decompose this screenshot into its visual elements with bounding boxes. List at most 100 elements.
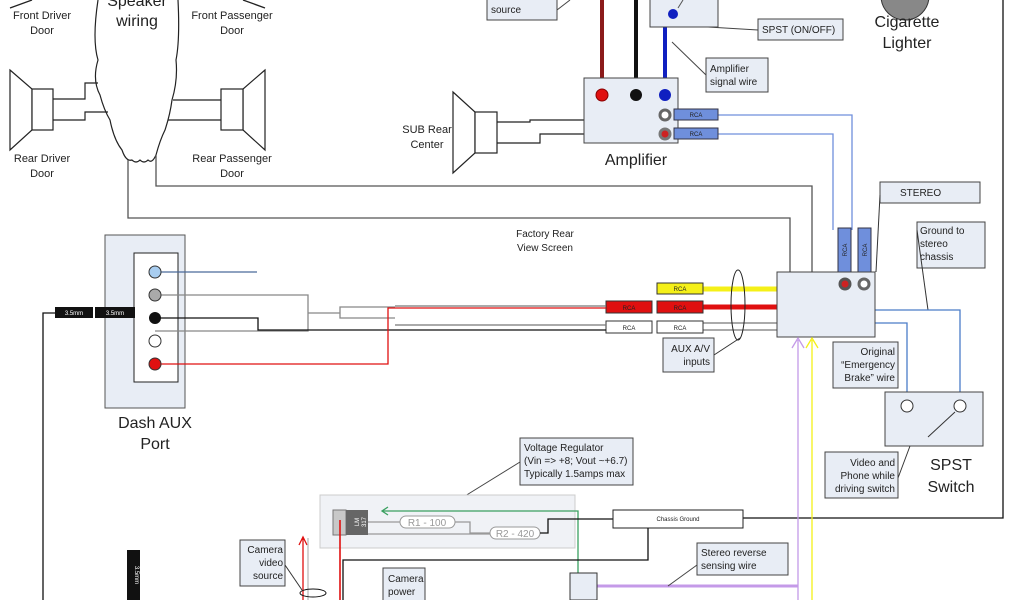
front-passenger-label: Front Passenger: [191, 10, 273, 22]
switch-terminal: [900, 399, 914, 413]
amp-signal-leader: [671, 41, 707, 76]
aux-gray-wires: [155, 294, 395, 332]
switch-terminal: [953, 399, 967, 413]
camera-video-callout: [239, 539, 286, 587]
aux-jack-gray: [148, 288, 162, 302]
ground-stereo-label: Ground to: [920, 226, 965, 237]
dash-aux-label: Dash AUX: [118, 415, 192, 432]
subwoofer-icon: [452, 90, 584, 175]
spst-on-off-callout: [757, 18, 844, 41]
camera-power-callout: [382, 567, 426, 600]
spst-switch-box: [884, 391, 984, 447]
plug-35mm-label: 3.5mm: [106, 311, 124, 317]
spst-on-off-switch: [649, 0, 719, 28]
front-passenger-speaker-icon: [242, 0, 266, 9]
cigarette-lighter-label-2: Lighter: [883, 35, 933, 52]
rear-driver-speaker-icon: [9, 68, 108, 152]
ground-stereo-leader: [916, 229, 929, 311]
sub-label: SUB Rear: [402, 124, 452, 136]
rca-plug-label: RCA: [674, 306, 687, 312]
video-phone-label: Video and: [850, 458, 895, 469]
video-phone-leader: [897, 445, 911, 479]
aux-inputs-label: AUX A/V: [671, 344, 710, 355]
resistor-r1: [399, 515, 456, 529]
speaker-wire-b: [155, 155, 813, 272]
reverse-sensing-label-2: sensing wire: [701, 561, 757, 572]
reverse-sensing-leader: [667, 564, 698, 587]
regulator-leader: [464, 461, 521, 497]
lm317-chip: [346, 510, 368, 535]
video-phone-callout: [824, 451, 899, 499]
amp-power-terminal: [595, 88, 609, 102]
regulator-label-2: (Vin => +8; Vout ~+6.7): [524, 456, 628, 467]
sub-label-2: Center: [410, 139, 443, 151]
lm317-label: LM: [355, 518, 361, 526]
aux-leader: [713, 337, 741, 356]
cigarette-lighter-icon: [880, 0, 930, 21]
camera-bundle-ellipse: [299, 588, 327, 598]
plug-35mm-label: 3.5mm: [133, 566, 139, 584]
rear-driver-label: Rear Driver: [14, 153, 71, 165]
amp-remote-terminal: [659, 89, 671, 101]
aux-jack-black: [149, 312, 161, 324]
source-label: source: [491, 5, 521, 16]
camera-video-wire: [805, 336, 819, 600]
regulator-label: Voltage Regulator: [524, 443, 604, 454]
rear-passenger-label-2: Door: [220, 168, 244, 180]
rca-plug-label: RCA: [690, 132, 703, 138]
lm317-label-2: 317: [362, 516, 368, 527]
rca-plug: [673, 127, 719, 140]
rca-plug-red: [656, 300, 704, 314]
spst-switch-label-2: Switch: [927, 479, 974, 496]
front-driver-speaker-icon: [9, 0, 33, 9]
camera-video-leader: [284, 564, 303, 591]
aux-bundle-ellipse: [730, 269, 746, 341]
stereo-rca-jack-white: [857, 277, 871, 291]
switch-terminal: [668, 9, 678, 19]
audio-white-wire: [703, 322, 777, 331]
stereo-leader: [875, 194, 881, 273]
rear-passenger-label: Rear Passenger: [192, 153, 272, 165]
ebrake-callout: [832, 341, 899, 389]
plug-35mm-vertical: [127, 550, 140, 600]
amp-signal-callout: [705, 57, 769, 93]
rca-plug-white: [605, 320, 653, 334]
aux-cable: [42, 312, 55, 600]
source-callout: [486, 0, 558, 21]
r2-label: R2 - 420: [496, 529, 535, 540]
ground-stereo-label-2: stereo: [920, 239, 948, 250]
cloud-label-line2: wiring: [115, 13, 158, 30]
rca-plug-label: RCA: [674, 326, 687, 332]
switch-wire-2: [875, 322, 908, 401]
front-driver-label-2: Door: [30, 25, 54, 37]
amp-rca-jack-red: [658, 127, 672, 141]
amp-rca-jack-white: [658, 108, 672, 122]
plug-35mm-label: 3.5mm: [65, 311, 83, 317]
aux-inputs-label-2: inputs: [683, 357, 710, 368]
camera-video-label-3: source: [253, 571, 283, 582]
camera-power-label-2: power: [388, 587, 416, 598]
rca-plug-label: RCA: [674, 287, 687, 293]
rca-plug-label: RCA: [690, 113, 703, 119]
factory-screen-label-2: View Screen: [517, 243, 573, 254]
cigarette-lighter-label: Cigarette: [875, 14, 940, 31]
aux-black-wire: [155, 317, 606, 331]
ground-stereo-label-3: chassis: [920, 252, 953, 263]
camera-video-label-2: video: [259, 558, 283, 569]
relay-box: [569, 572, 598, 600]
aux-screen-wires: [395, 305, 606, 326]
speaker-wire-a: [127, 160, 791, 272]
factory-screen-label: Factory Rear: [516, 229, 574, 240]
rca-plug-label: RCA: [623, 326, 636, 332]
reverse-sensing-callout: [696, 542, 789, 576]
spst-switch-label: SPST: [930, 457, 972, 474]
reverse-sensing-label: Stereo reverse: [701, 548, 767, 559]
resistor-leads: [368, 521, 490, 535]
video-phone-label-2: Phone while: [841, 471, 896, 482]
speaker-wiring-cloud: Speaker wiring: [94, 0, 180, 163]
cloud-label-line1: Speaker: [107, 0, 167, 10]
regulator-label-3: Typically 1.5amps max: [524, 469, 625, 480]
switch-lever: [927, 411, 956, 438]
amp-signal-label: Amplifier: [710, 64, 750, 75]
